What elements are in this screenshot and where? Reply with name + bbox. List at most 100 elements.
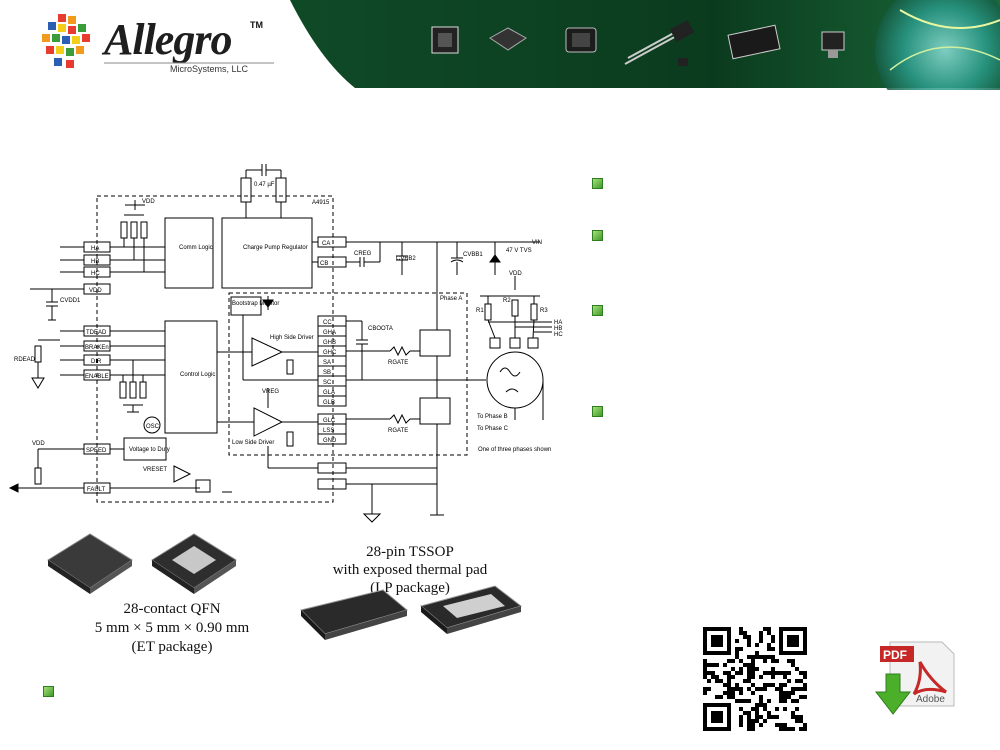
pin-ha: HA xyxy=(91,246,99,252)
cvdd1-label: CVDD1 xyxy=(60,298,81,304)
cboota-label: CBOOTA xyxy=(368,326,393,332)
sip-chip-icon xyxy=(489,27,527,51)
pin-dir: DIR xyxy=(91,359,102,365)
r2-label: R2 xyxy=(503,298,511,304)
brand-name: Allegro xyxy=(104,15,232,64)
bullet-marker xyxy=(592,178,603,189)
motor-symbol xyxy=(486,351,544,409)
pin-sb: SB xyxy=(323,370,331,376)
pin-gnd: GND xyxy=(323,438,337,444)
tvs-label: 47 V TVS xyxy=(506,248,532,254)
pin-enable: ENABLE xyxy=(85,374,109,380)
tssop-package-top-icon xyxy=(300,589,409,640)
r1-label: R1 xyxy=(476,308,484,314)
qfn-chip-icon xyxy=(431,26,459,54)
qr-code[interactable] xyxy=(703,627,807,731)
logo-underline xyxy=(104,62,274,64)
pin-speed: SPEED xyxy=(86,448,107,454)
pin-vdd: VDD xyxy=(89,288,102,294)
pin-fault: FAULT xyxy=(87,487,106,493)
application-circuit-diagram: 0.47 µF A4915 VDD VIN Comm Logic Charge … xyxy=(8,164,563,523)
to92-chip-icon xyxy=(624,20,695,66)
pin-glb: GLB xyxy=(323,400,335,406)
to-phase-b-label: To Phase B xyxy=(477,414,508,420)
hall-out-hc: HC xyxy=(554,332,563,338)
hall-out-hb: HB xyxy=(554,326,562,332)
osc-circle xyxy=(143,416,161,434)
hall-out-ha: HA xyxy=(554,320,562,326)
rgate-b-label: RGATE xyxy=(388,428,408,434)
pin-ghb: GHB xyxy=(323,340,336,346)
chip-name: A4915 xyxy=(312,200,330,206)
dpak-chip-icon xyxy=(821,31,845,58)
cvbb1-label: CVBB1 xyxy=(463,252,483,258)
low-side-label: Low Side Driver xyxy=(232,440,274,446)
bootstrap-block xyxy=(230,296,262,316)
to-phase-c-label: To Phase C xyxy=(477,426,509,432)
brand-subtitle: MicroSystems, LLC xyxy=(170,64,249,74)
speed-vdd-label: VDD xyxy=(32,441,45,447)
bootstrap-label: Bootstrap Monitor xyxy=(232,301,279,307)
pin-hb: HB xyxy=(91,259,99,265)
phase-a-box xyxy=(228,292,468,456)
chip-outline xyxy=(96,195,334,503)
tssop-chip-icon xyxy=(727,24,781,60)
pin-hc: HC xyxy=(91,271,100,277)
qfn-package-images xyxy=(47,533,237,594)
pin-ghc: GHC xyxy=(323,350,337,356)
logo-mosaic-icon xyxy=(42,14,90,68)
vreg-drv-label: VREG xyxy=(262,389,279,395)
vreset-label: VRESET xyxy=(143,467,167,473)
allegro-logo: Allegro TM MicroSystems, LLC xyxy=(38,10,278,76)
control-logic-block xyxy=(164,320,218,434)
bullet-marker xyxy=(592,230,603,241)
comm-logic-block xyxy=(164,217,214,289)
pdf-label: PDF xyxy=(883,648,907,662)
vdd-label: VDD xyxy=(142,199,155,205)
charge-pump-block xyxy=(221,217,313,289)
qfn-line2: 5 mm × 5 mm × 0.90 mm xyxy=(94,620,250,636)
tssop-package-images xyxy=(300,585,523,640)
bullet-marker xyxy=(43,686,54,697)
qfn-line1: 28-contact QFN xyxy=(123,601,221,617)
high-side-label: High Side Driver xyxy=(270,335,314,341)
charge-pump-label: Charge Pump Regulator xyxy=(243,245,308,251)
adobe-label: Adobe xyxy=(916,694,945,705)
pin-gha: GHA xyxy=(323,330,336,336)
tssop-caption: 28-pin TSSOP with exposed thermal pad (L… xyxy=(300,543,520,597)
header: Allegro TM MicroSystems, LLC xyxy=(0,0,1000,90)
pin-gla: GLA xyxy=(323,390,335,396)
pin-vbb: CA xyxy=(322,241,330,247)
cap-top-label: 0.47 µF xyxy=(254,182,275,188)
comm-logic-label: Comm Logic xyxy=(179,245,213,251)
tssop-line3: (LP package) xyxy=(370,580,450,596)
pin-lss: LSS xyxy=(323,428,334,434)
qfn-package-bottom-icon xyxy=(151,533,237,594)
voltage-to-duty-label: Voltage to Duty xyxy=(129,447,170,453)
pin-vreg: CB xyxy=(320,261,328,267)
soic-chip-icon xyxy=(565,27,597,53)
pin-brake: BRAKEn xyxy=(85,345,109,351)
bullet-marker xyxy=(592,406,603,417)
rdead-label: RDEAD xyxy=(14,357,36,363)
pin-sa: SA xyxy=(323,360,331,366)
qfn-package-top-icon xyxy=(47,533,133,594)
tssop-package-bottom-icon xyxy=(419,585,523,634)
pin-glc: GLC xyxy=(323,418,336,424)
r3-label: R3 xyxy=(540,308,548,314)
pin-tdead: TDEAD xyxy=(86,330,107,336)
phase-note: One of three phases shown xyxy=(478,447,551,453)
control-logic-label: Control Logic xyxy=(180,372,215,378)
trademark: TM xyxy=(250,20,263,30)
qfn-line3: (ET package) xyxy=(131,639,213,655)
tssop-line1: 28-pin TSSOP xyxy=(366,544,454,560)
bullet-marker xyxy=(592,305,603,316)
phase-a-label: Phase A xyxy=(440,296,462,302)
pin-sc: SC xyxy=(323,380,332,386)
header-banner xyxy=(290,0,1000,90)
rgate-a-label: RGATE xyxy=(388,360,408,366)
hall-vdd-label: VDD xyxy=(509,271,522,277)
pdf-download-icon[interactable]: PDF Adobe xyxy=(870,640,956,716)
vin-label: VIN xyxy=(532,240,542,246)
creg-label: CREG xyxy=(354,251,372,257)
